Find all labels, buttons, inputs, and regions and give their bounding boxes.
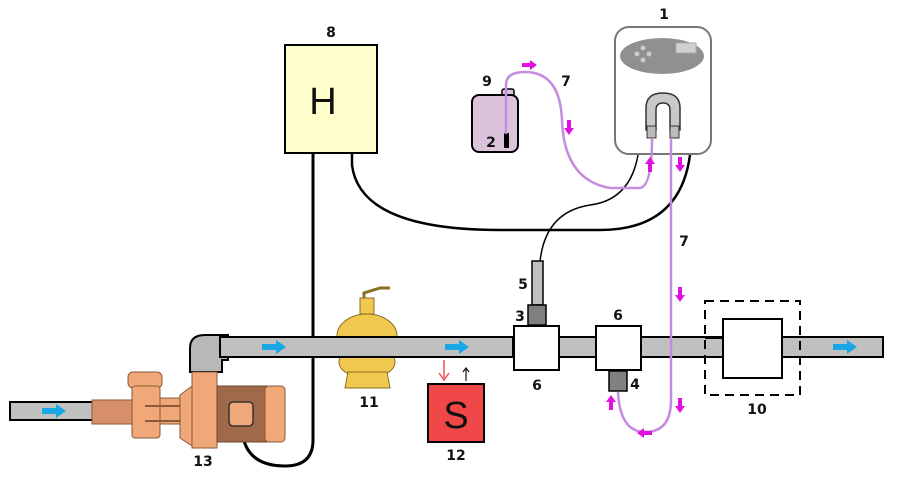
arrow-up-icon <box>606 395 616 410</box>
heater-letter: H <box>309 81 336 123</box>
suction-lance <box>504 133 509 148</box>
label-injection-valve: 4 <box>630 377 640 393</box>
heater-pump-cable <box>240 153 315 468</box>
label-ph-probe-holder: 3 <box>515 309 525 325</box>
dosing-arrows <box>522 60 685 438</box>
label-probe-holder-tee-2: 6 <box>613 308 623 324</box>
ph-probe <box>531 260 544 306</box>
arrow-down-icon <box>675 157 685 172</box>
injection-valve <box>608 370 628 392</box>
chlorinator-letter: S <box>443 395 468 437</box>
label-suction-lance: 2 <box>486 135 496 151</box>
flow-arrow-icon <box>833 340 857 354</box>
label-sand-filter: 11 <box>359 395 378 411</box>
arrow-down-icon <box>564 120 574 135</box>
flow-arrow-icon <box>42 404 66 418</box>
label-tube-upper: 7 <box>561 74 571 90</box>
heater-dosing-cable <box>350 153 692 232</box>
label-heater: 8 <box>326 25 336 41</box>
ph-probe-holder <box>527 304 547 326</box>
label-probe-holder-tee-1: 6 <box>532 378 542 394</box>
probe-holder-tee-2 <box>595 325 642 371</box>
label-salt-chlorinator: 12 <box>446 448 465 464</box>
probe-cable <box>539 154 639 263</box>
pipe-elbow <box>189 334 229 373</box>
display-icon <box>675 42 697 54</box>
arrow-left-icon <box>637 428 652 438</box>
flow-arrow-icon <box>445 340 469 354</box>
arrow-up-icon <box>645 157 655 172</box>
probe-holder-tee-1 <box>513 325 560 371</box>
arrow-down-icon <box>675 287 685 302</box>
arrow-right-icon <box>522 60 537 70</box>
circulation-pump <box>91 371 286 449</box>
salt-chlorinator: S <box>427 360 485 443</box>
dosing-pump <box>614 26 712 155</box>
label-circulation-pump: 13 <box>193 454 212 470</box>
arrow-down-icon <box>675 398 685 413</box>
label-optional-device: 10 <box>747 402 767 418</box>
suction-tube <box>504 70 654 190</box>
label-dosing-pump: 1 <box>659 7 669 23</box>
label-ph-probe: 5 <box>518 277 528 293</box>
label-chemical-tank: 9 <box>482 74 492 90</box>
flow-arrows <box>42 340 857 418</box>
flow-arrow-icon <box>262 340 286 354</box>
heater <box>284 44 378 154</box>
pipe-end-cut <box>884 336 888 358</box>
optional-device <box>722 318 783 379</box>
optional-device-boundary <box>704 300 801 396</box>
label-tube-lower: 7 <box>679 234 689 250</box>
